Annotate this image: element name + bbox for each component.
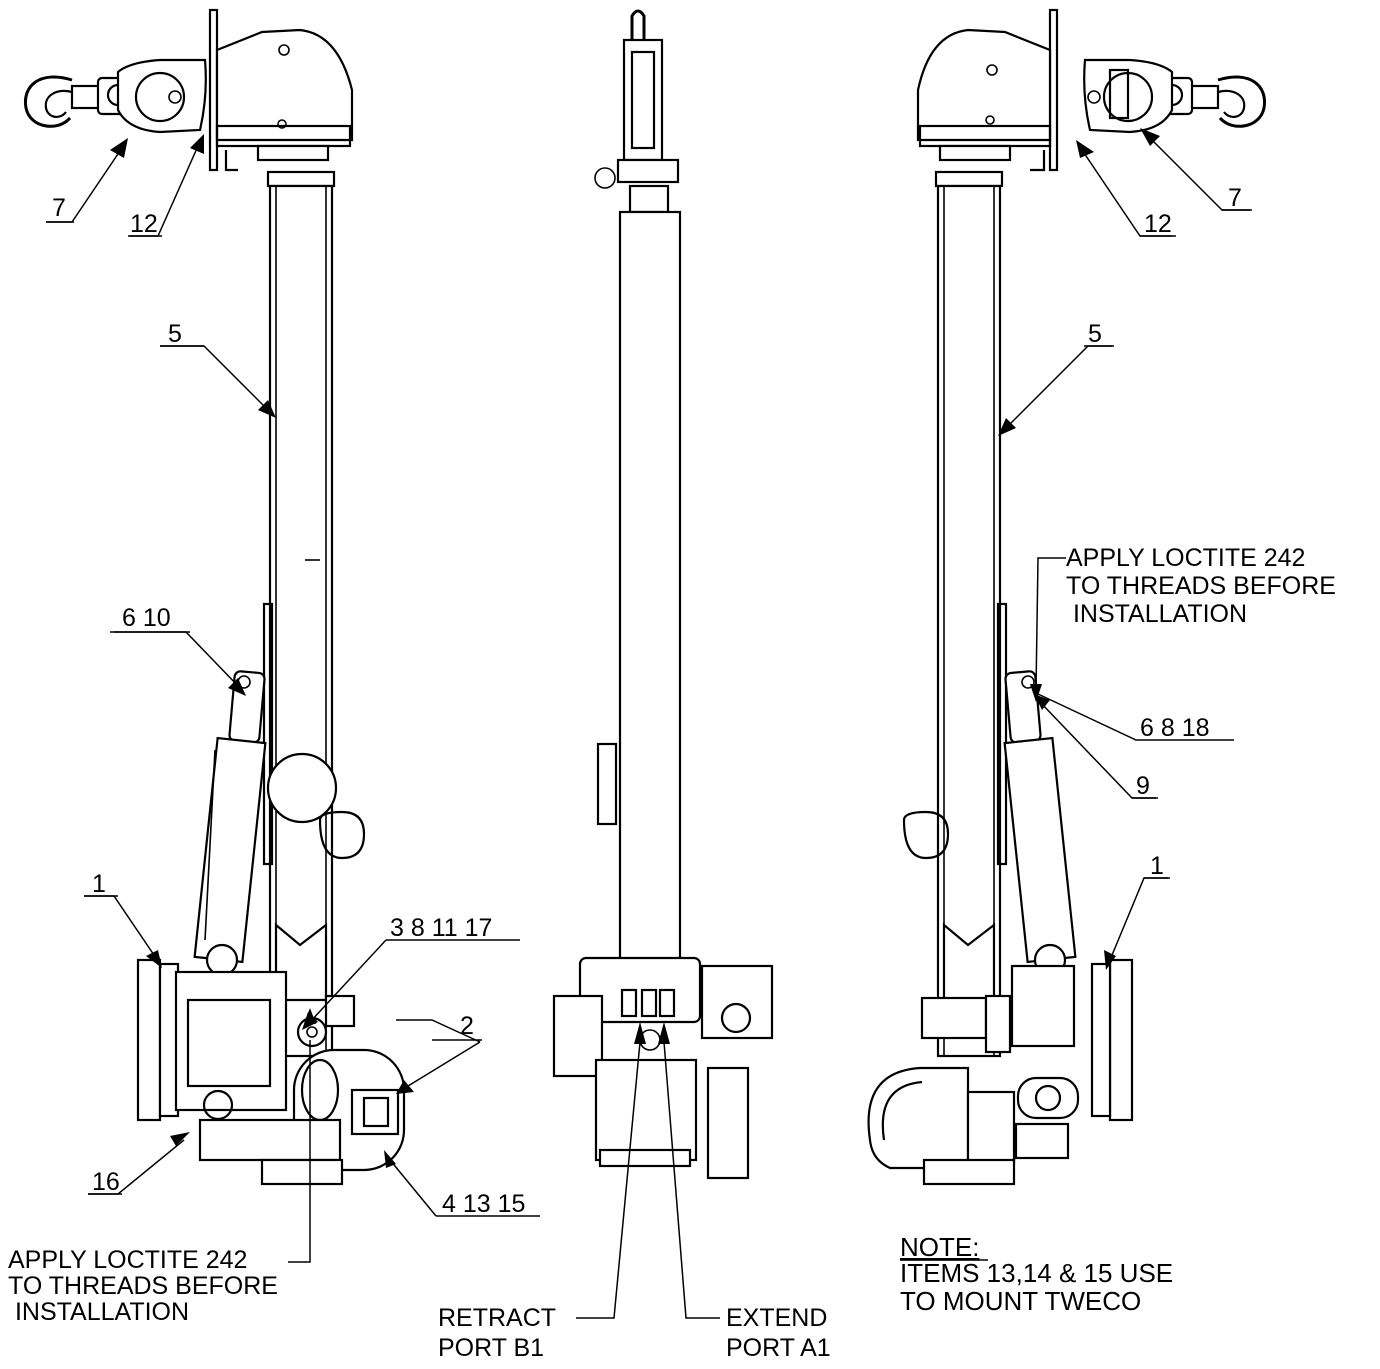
left-side-view [23,8,406,1186]
note-line-2: TO MOUNT TWECO [900,1286,1141,1316]
loctite-left-line-1: APPLY LOCTITE 242 [8,1246,247,1274]
right-boom-head [916,8,1174,172]
extend-port-line-1: EXTEND [726,1304,827,1332]
retract-port-line-2: PORT B1 [438,1334,544,1362]
note-line-1: ITEMS 13,14 & 15 USE [900,1258,1173,1288]
right-label-12: 12 [1144,210,1172,238]
extend-port-line-2: PORT A1 [726,1334,831,1362]
left-boom-head [116,8,354,172]
right-side-view [867,8,1267,1186]
left-hook [23,75,130,128]
left-label-16: 16 [92,1168,120,1196]
loctite-left-line-3: INSTALLATION [8,1298,189,1326]
left-label-7: 7 [52,194,66,222]
loctite-left-line-2: TO THREADS BEFORE [8,1272,278,1300]
retract-port-line-1: RETRACT [438,1304,556,1332]
right-cylinder [1003,670,1077,977]
item-labels: 7 12 5 6 10 1 3 8 11 17 2 16 4 13 15 12 … [46,184,1252,1218]
left-label-3-8-11-17: 3 8 11 17 [390,914,492,942]
callouts: APPLY LOCTITE 242 TO THREADS BEFORE INST… [8,544,1336,1362]
left-cylinder [193,670,267,977]
left-label-2: 2 [460,1012,474,1040]
right-base-mount [867,958,1134,1186]
right-label-9: 9 [1136,772,1150,800]
loctite-right-line-2: TO THREADS BEFORE [1066,572,1336,600]
right-label-1: 1 [1150,852,1164,880]
note-block: NOTE: ITEMS 13,14 & 15 USE TO MOUNT TWEC… [900,1232,1173,1316]
left-label-12: 12 [130,210,158,238]
left-base-mount [136,958,406,1186]
loctite-right-line-1: APPLY LOCTITE 242 [1066,544,1305,572]
right-label-6-8-18: 6 8 18 [1140,714,1210,742]
center-front-view [552,9,774,1180]
loctite-right-line-3: INSTALLATION [1066,600,1247,628]
left-label-1: 1 [92,870,106,898]
left-label-4-13-15: 4 13 15 [442,1190,525,1218]
left-label-6-10: 6 10 [122,604,171,632]
note-heading: NOTE: [900,1232,979,1262]
left-boom-column [262,170,366,1058]
right-hook [1160,75,1267,128]
left-label-5: 5 [168,320,182,348]
right-boom-column [902,170,1008,1058]
right-label-5: 5 [1088,320,1102,348]
right-label-7: 7 [1228,184,1242,212]
